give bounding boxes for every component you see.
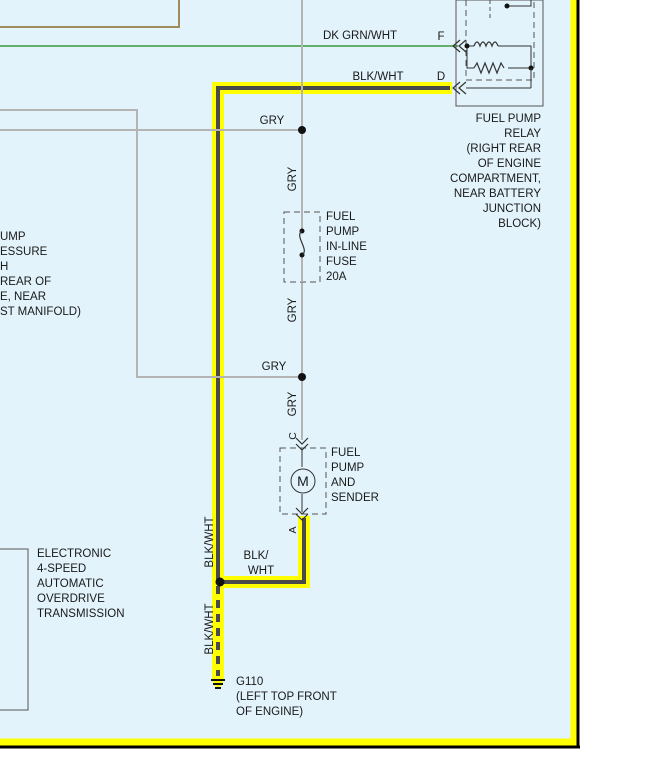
fuse-label-line: FUEL (326, 211, 356, 223)
left-partial-line: H (0, 261, 8, 273)
wire-label-dk-grn-wht: DK GRN/WHT (323, 30, 397, 42)
pump-label-line: SENDER (331, 492, 379, 504)
relay-label-line: COMPARTMENT, (450, 173, 541, 185)
wire-label-blk-wht-vert-1: BLK/WHT (204, 516, 216, 567)
gry-splice-mid (298, 373, 306, 381)
pump-label-line: AND (331, 477, 355, 489)
fuse-label-line: 20A (326, 271, 347, 283)
gry-splice-top (298, 126, 306, 134)
transmission-label: ELECTRONIC 4-SPEED AUTOMATIC OVERDRIVE T… (37, 548, 125, 620)
gry-wires (0, 0, 303, 440)
pump-label-line: PUMP (331, 462, 365, 474)
wire-label-blk-wht-vert-2: BLK/WHT (204, 603, 216, 654)
wire-label-gry-vert-2: GRY (287, 297, 299, 322)
ground-label-line: G110 (236, 676, 263, 688)
relay-label-line: RELAY (504, 128, 541, 140)
fuel-pump-relay (452, 0, 544, 107)
diagram-background (0, 0, 578, 748)
ground-label: G110 (LEFT TOP FRONT OF ENGINE) (236, 676, 337, 718)
blk-wht-splice (215, 577, 225, 587)
fuel-pump-and-sender: M (279, 437, 327, 521)
transmission-component-box (0, 548, 29, 711)
pin-label-c: C (287, 432, 299, 440)
fuse-label-line: PUMP (326, 226, 360, 238)
left-partial-label: UMP ESSURE H REAR OF E, NEAR ST MANIFOLD… (0, 231, 81, 318)
fuse-label-line: IN-LINE (326, 241, 367, 253)
pin-label-a: A (287, 526, 299, 533)
pump-label-line: FUEL (331, 447, 361, 459)
left-partial-line: ST MANIFOLD) (0, 306, 81, 318)
fuse-label: FUEL PUMP IN-LINE FUSE 20A (326, 211, 367, 283)
wire-label-blk-wht-short-2: WHT (248, 565, 274, 577)
ground-label-line: (LEFT TOP FRONT (236, 691, 337, 703)
transmission-label-line: ELECTRONIC (37, 548, 111, 560)
wire-label-gry-left-top: GRY (260, 115, 285, 127)
transmission-label-line: AUTOMATIC (37, 578, 104, 590)
wire-label-gry-vert-3: GRY (287, 391, 299, 416)
wire-label-gry-vert-1: GRY (287, 166, 299, 191)
ground-label-line: OF ENGINE) (236, 706, 303, 718)
fuel-pump-inline-fuse (283, 211, 321, 283)
left-partial-line: ESSURE (0, 246, 48, 258)
relay-label-line: FUEL PUMP (476, 113, 542, 125)
ground-g110-symbol (211, 677, 225, 689)
blk-wht-wire (216, 86, 450, 584)
left-partial-line: REAR OF (0, 276, 51, 288)
relay-label-line: BLOCK) (498, 218, 541, 230)
left-partial-line: E, NEAR (0, 291, 46, 303)
relay-label: FUEL PUMP RELAY (RIGHT REAR OF ENGINE CO… (450, 113, 541, 230)
relay-label-line: JUNCTION (483, 203, 541, 215)
fuse-label-line: FUSE (326, 256, 357, 268)
pin-label-f: F (437, 31, 444, 43)
transmission-label-line: 4-SPEED (37, 563, 86, 575)
outer-border (0, 0, 580, 749)
relay-label-line: (RIGHT REAR (466, 143, 541, 155)
transmission-label-line: OVERDRIVE (37, 593, 105, 605)
wire-label-gry-left-mid: GRY (262, 361, 287, 373)
transmission-label-line: TRANSMISSION (37, 608, 125, 620)
relay-label-line: OF ENGINE (478, 158, 542, 170)
wire-label-blk-wht-top: BLK/WHT (352, 71, 403, 83)
motor-symbol: M (297, 473, 309, 489)
pin-label-d: D (437, 71, 445, 83)
wire-label-blk-wht-short-1: BLK/ (244, 550, 270, 562)
left-partial-line: UMP (0, 231, 26, 243)
pump-label: FUEL PUMP AND SENDER (331, 447, 379, 504)
relay-label-line: NEAR BATTERY (454, 188, 541, 200)
top-left-component-box (0, 0, 180, 28)
